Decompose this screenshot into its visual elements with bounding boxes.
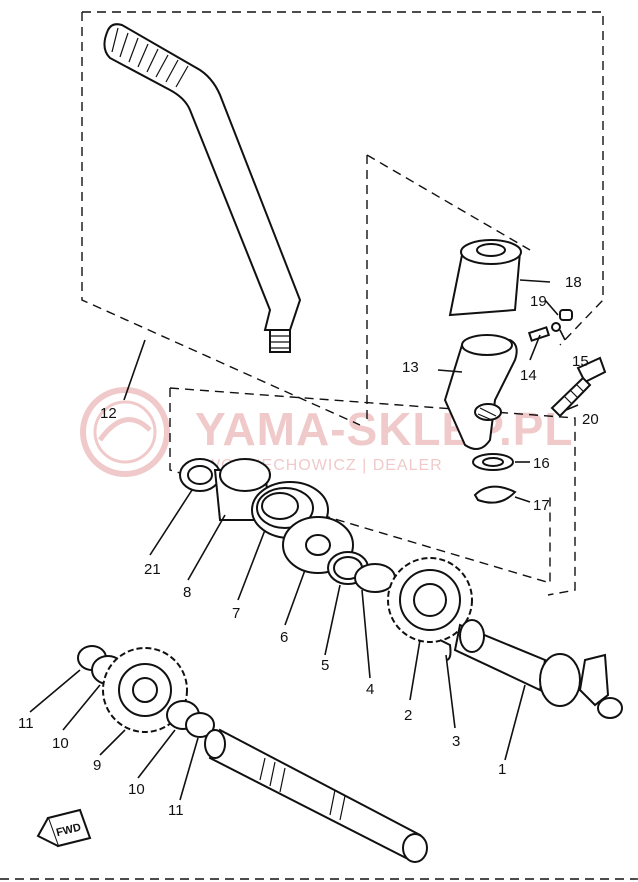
callout-21: 21 [144, 561, 161, 578]
leader-lines [29, 279, 579, 801]
callout-13: 13 [402, 359, 419, 376]
dealer-watermark: YAMA-SKLEP.PL WOJCIECHOWICZ | DEALER [80, 387, 574, 477]
callout-8: 8 [183, 584, 191, 601]
callout-2: 2 [404, 707, 412, 724]
callout-17: 17 [533, 497, 550, 514]
callout-14: 14 [520, 367, 537, 384]
kick-bolt [550, 356, 607, 418]
assembly-outline-upper [81, 11, 604, 596]
idler-gear [77, 645, 215, 738]
small-hardware [527, 309, 573, 342]
fwd-label: FWD [55, 821, 82, 839]
callout-10-right: 10 [128, 781, 145, 798]
callout-6: 6 [280, 629, 288, 646]
callout-18: 18 [565, 274, 582, 291]
callout-11-right: 11 [168, 802, 184, 819]
callout-15: 15 [572, 353, 589, 370]
transmission-shaft [204, 728, 428, 863]
callout-7: 7 [232, 605, 240, 622]
callout-19: 19 [530, 293, 547, 310]
kick-gear [387, 557, 473, 661]
lever-rubber-cover [448, 239, 522, 317]
watermark-title: YAMA-SKLEP.PL [195, 403, 574, 455]
kick-crank-boss [443, 334, 518, 450]
kick-shaft-stack [179, 458, 396, 593]
callout-16: 16 [533, 455, 550, 472]
watermark-logo-icon [80, 387, 170, 477]
callout-12: 12 [100, 405, 117, 422]
callout-11-left: 11 [18, 715, 34, 732]
kick-axle [453, 619, 623, 719]
washer-and-clip [472, 453, 517, 504]
callout-4: 4 [366, 681, 374, 698]
callout-numbers: 1 2 3 4 5 6 7 8 9 10 10 11 11 12 13 14 1… [18, 274, 599, 819]
callout-20: 20 [582, 411, 599, 428]
callout-3: 3 [452, 733, 460, 750]
callout-1: 1 [498, 761, 506, 778]
callout-9: 9 [93, 757, 101, 774]
callout-10-left: 10 [52, 735, 69, 752]
callout-5: 5 [321, 657, 329, 674]
kick-lever [103, 23, 302, 353]
forward-direction-badge: FWD [36, 808, 92, 848]
